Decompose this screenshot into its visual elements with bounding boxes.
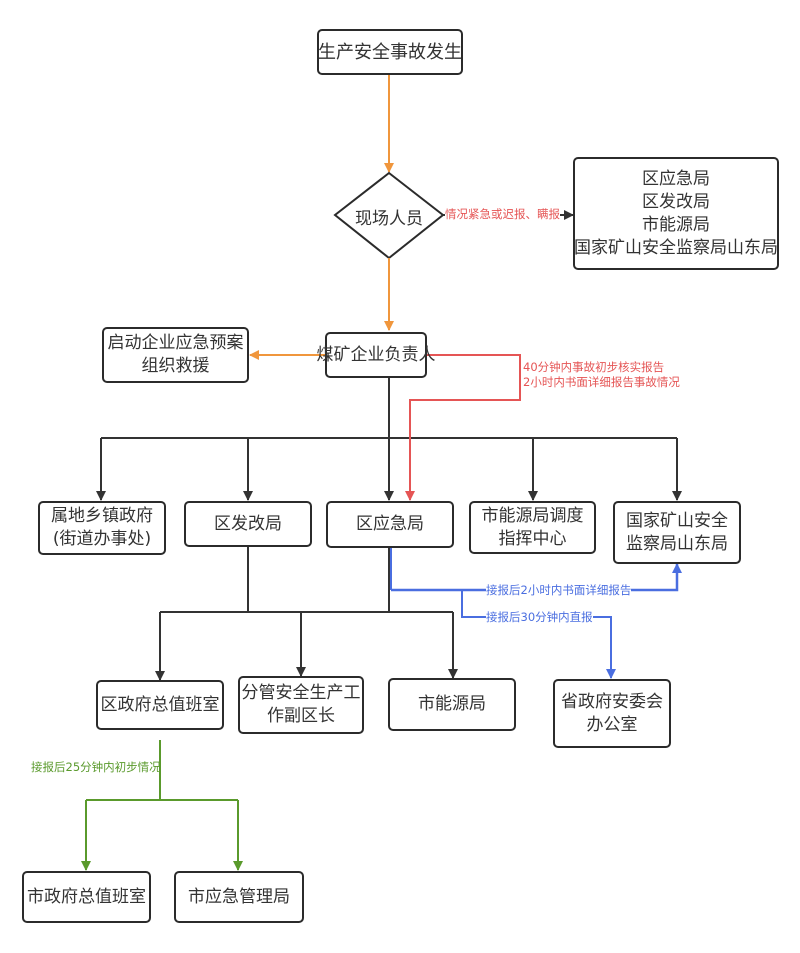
node-text: 组织救援	[141, 356, 210, 376]
node-text: 市能源局调度	[481, 505, 584, 526]
node-national-mine-sd[interactable]: 国家矿山安全 监察局山东局	[613, 501, 741, 564]
node-text: 区发改局	[214, 513, 282, 534]
node-city-emergency[interactable]: 市应急管理局	[174, 871, 304, 923]
node-township[interactable]: 属地乡镇政府 (街道办事处)	[38, 501, 166, 555]
node-mine-leader[interactable]: 煤矿企业负责人	[317, 332, 436, 378]
edge-label-urgent: 情况紧急或迟报、瞒报	[445, 207, 560, 222]
node-text: 指挥中心	[498, 528, 567, 549]
node-text: 现场人员	[355, 209, 423, 229]
node-text: 办公室	[586, 714, 638, 735]
node-text: 国家矿山安全监察局山东局	[574, 237, 778, 258]
node-city-duty[interactable]: 市政府总值班室	[22, 871, 151, 923]
node-city-energy-dispatch[interactable]: 市能源局调度 指挥中心	[469, 501, 596, 554]
node-text: 生产安全事故发生	[318, 41, 462, 63]
edge-label-leader-report: 40分钟内事故初步核实报告 2小时内书面详细报告事故情况	[523, 360, 680, 390]
node-text: 市政府总值班室	[27, 886, 146, 907]
edge-to-provincial-blue	[461, 590, 616, 679]
node-text: 属地乡镇政府	[51, 506, 153, 526]
edge-label-text: 情况紧急或迟报、瞒报	[445, 207, 560, 221]
node-text: 监察局山东局	[626, 533, 728, 554]
node-text: 省政府安委会	[561, 691, 663, 712]
node-provincial-safety[interactable]: 省政府安委会 办公室	[553, 679, 671, 748]
edge-label-report-2h: 接报后2小时内书面详细报告	[486, 583, 632, 598]
node-start[interactable]: 生产安全事故发生	[317, 29, 463, 75]
node-text: 区应急局	[356, 514, 424, 534]
node-text: 区应急局	[642, 168, 710, 189]
node-text: 作副区长	[267, 706, 335, 726]
node-city-energy[interactable]: 市能源局	[388, 678, 516, 731]
node-text: 市能源局	[418, 694, 486, 714]
edge-label-report-25m: 接报后25分钟内初步情况	[31, 760, 161, 775]
edge-label-text: 接报后2小时内书面详细报告	[486, 583, 632, 597]
node-onsite-label[interactable]: 现场人员	[340, 204, 438, 229]
edge-label-text: 2小时内书面详细报告事故情况	[523, 375, 680, 389]
node-text: 市应急管理局	[188, 886, 290, 907]
node-district-emergency[interactable]: 区应急局	[326, 501, 454, 548]
edge-label-report-30m: 接报后30分钟内直报	[486, 610, 593, 625]
node-text: 国家矿山安全	[626, 510, 728, 531]
edge-leader-to-emergency-red	[405, 354, 521, 501]
node-district-drc[interactable]: 区发改局	[184, 501, 312, 547]
node-text: 市能源局	[642, 214, 710, 235]
node-deputy-head[interactable]: 分管安全生产工 作副区长	[238, 676, 364, 734]
node-direct-report[interactable]: 区应急局 区发改局 市能源局 国家矿山安全监察局山东局	[573, 157, 779, 270]
edge-label-text: 接报后30分钟内直报	[486, 610, 593, 624]
node-district-duty[interactable]: 区政府总值班室	[96, 680, 224, 730]
node-enterprise-plan[interactable]: 启动企业应急预案 组织救援	[102, 327, 249, 383]
edge-label-text: 接报后25分钟内初步情况	[31, 760, 161, 774]
node-text: 区发改局	[642, 191, 710, 212]
node-text: 启动企业应急预案	[107, 333, 244, 353]
node-text: 煤矿企业负责人	[316, 344, 436, 365]
node-text: 分管安全生产工	[241, 683, 361, 703]
node-text: 区政府总值班室	[100, 694, 220, 715]
edge-label-text: 40分钟内事故初步核实报告	[523, 360, 665, 374]
node-text: (街道办事处)	[52, 529, 152, 549]
